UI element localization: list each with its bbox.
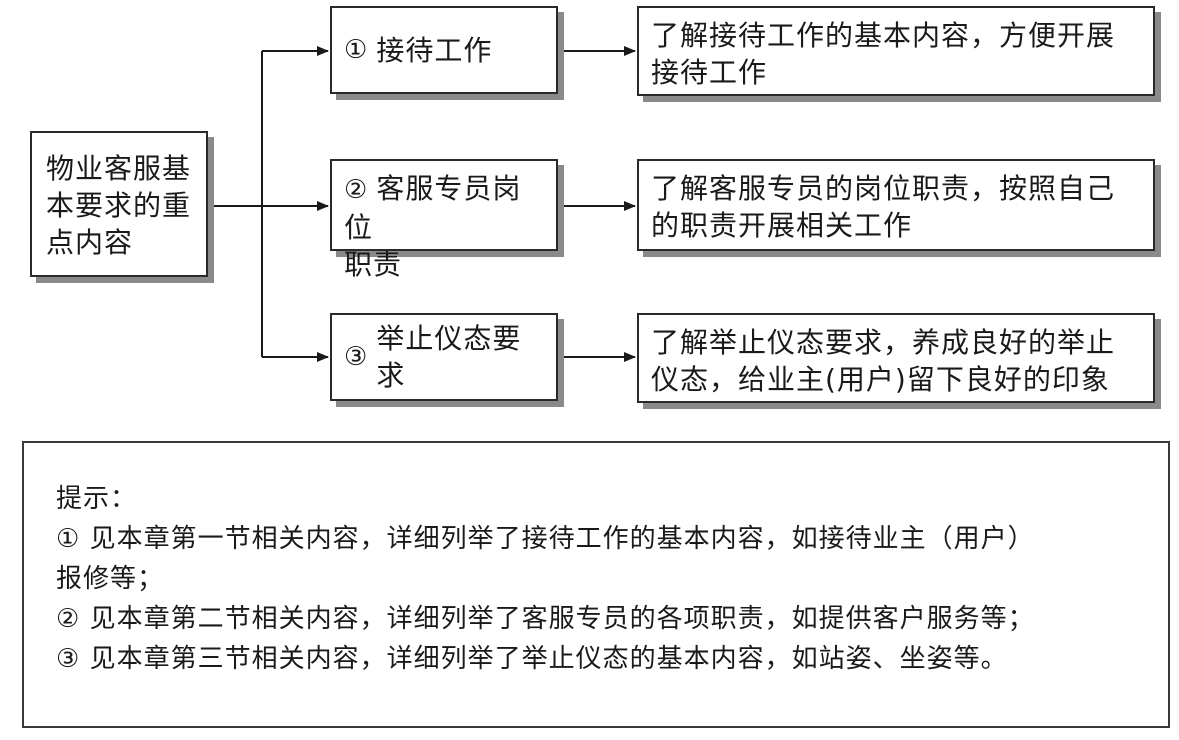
tip-line-2: 报修等； [56, 564, 165, 594]
detail-3-line-2: 仪态，给业主(用户)留下良好的印象 [651, 363, 1110, 396]
branch-2-text-1: 客服专员岗位 [344, 172, 522, 244]
root-line-3: 点内容 [46, 226, 134, 259]
branch-1-line-1: 接待工作 [376, 33, 493, 67]
tips-heading: 提示： [56, 484, 138, 514]
branch-2-line-2: 职责 [344, 248, 403, 281]
root-line-1: 物业客服基 [46, 152, 192, 185]
detail-node-3: 了解举止仪态要求，养成良好的举止 仪态，给业主(用户)留下良好的印象 [637, 313, 1155, 403]
branch-1-marker: ① [344, 34, 369, 65]
detail-node-2: 了解客服专员的岗位职责，按照自己 的职责开展相关工作 [637, 159, 1155, 251]
root-node: 物业客服基 本要求的重 点内容 [30, 131, 208, 277]
root-line-2: 本要求的重 [46, 189, 192, 222]
detail-1-line-2: 接待工作 [651, 56, 768, 89]
tip-line-3: ② 见本章第二节相关内容，详细列举了客服专员的各项职责，如提供客户服务等； [56, 604, 1035, 634]
tip-line-4: ③ 见本章第三节相关内容，详细列举了举止仪态的基本内容，如站姿、坐姿等。 [56, 644, 1008, 674]
branch-3-line-1: 举止仪态要求 [376, 322, 522, 392]
tip-line-1: ① 见本章第一节相关内容，详细列举了接待工作的基本内容，如接待业主（用户） [56, 524, 1035, 554]
detail-2-line-1: 了解客服专员的岗位职责，按照自己 [651, 172, 1116, 205]
detail-2-line-2: 的职责开展相关工作 [651, 209, 913, 242]
tips-box: 提示： ① 见本章第一节相关内容，详细列举了接待工作的基本内容，如接待业主（用户… [22, 441, 1170, 728]
detail-node-1: 了解接待工作的基本内容，方便开展 接待工作 [637, 6, 1155, 96]
branch-3-marker: ③ [344, 341, 369, 372]
detail-1-line-1: 了解接待工作的基本内容，方便开展 [651, 19, 1116, 52]
branch-2-marker: ② [344, 175, 369, 205]
detail-3-line-1: 了解举止仪态要求，养成良好的举止 [651, 326, 1116, 359]
